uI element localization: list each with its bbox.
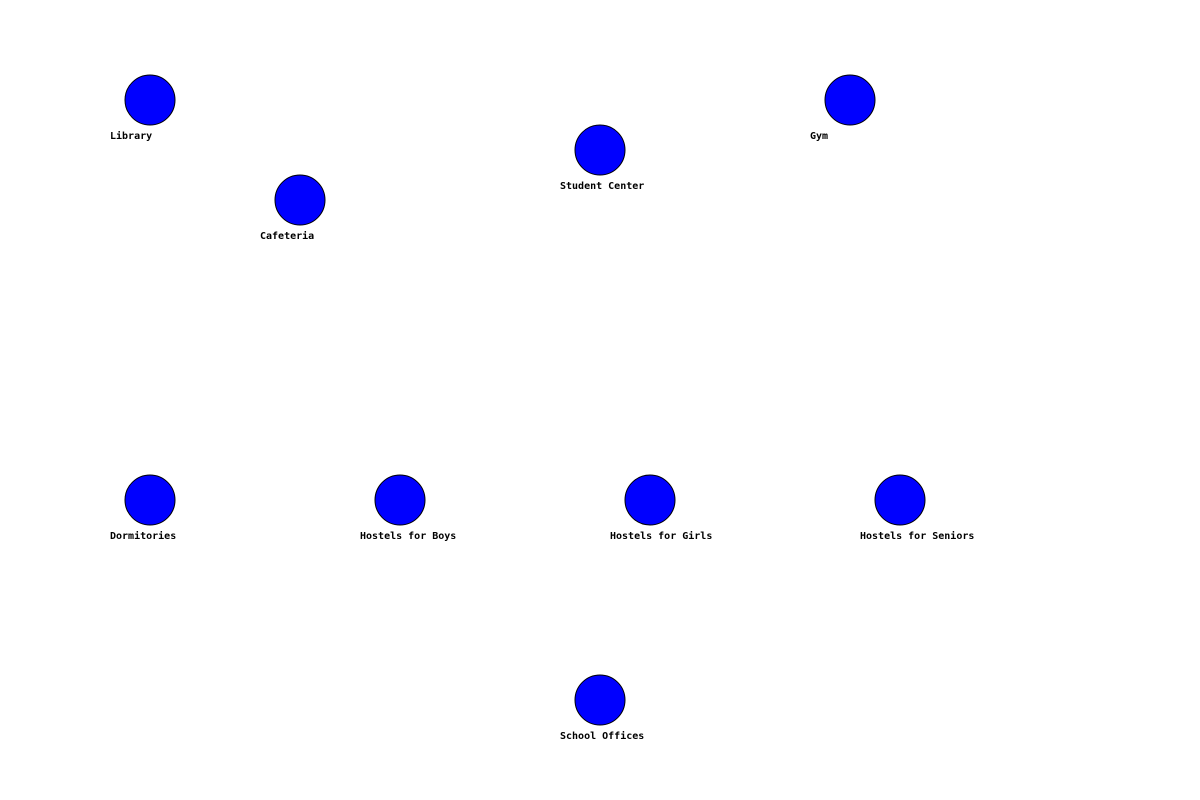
student-center-node-label: Student Center — [560, 181, 644, 192]
gym-node-label: Gym — [810, 131, 828, 142]
hostels-for-seniors-node-label: Hostels for Seniors — [860, 530, 974, 542]
node-library[interactable]: Library — [110, 74, 176, 142]
school-offices-node-label: School Offices — [560, 730, 644, 742]
hostels-for-girls-node-label: Hostels for Girls — [610, 530, 712, 542]
hostels-for-boys-node-label: Hostels for Boys — [360, 531, 456, 542]
library-node-circle[interactable] — [124, 74, 176, 126]
node-cafeteria[interactable]: Cafeteria — [260, 174, 326, 242]
hostels-for-boys-node-circle[interactable] — [374, 474, 426, 526]
library-node-label: Library — [110, 130, 152, 142]
node-school-offices[interactable]: School Offices — [560, 674, 644, 742]
node-dormitories[interactable]: Dormitories — [110, 474, 176, 542]
node-hostels-for-seniors[interactable]: Hostels for Seniors — [860, 474, 974, 542]
school-offices-node-circle[interactable] — [574, 674, 626, 726]
cafeteria-node-label: Cafeteria — [260, 230, 314, 242]
node-hostels-for-boys[interactable]: Hostels for Boys — [360, 474, 456, 542]
student-center-node-circle[interactable] — [574, 124, 626, 176]
hostels-for-seniors-node-circle[interactable] — [874, 474, 926, 526]
dormitories-node-label: Dormitories — [110, 530, 176, 542]
node-student-center[interactable]: Student Center — [560, 124, 644, 192]
cafeteria-node-circle[interactable] — [274, 174, 326, 226]
gym-node-circle[interactable] — [824, 74, 876, 126]
node-hostels-for-girls[interactable]: Hostels for Girls — [610, 474, 712, 542]
dormitories-node-circle[interactable] — [124, 474, 176, 526]
node-gym[interactable]: Gym — [810, 74, 876, 142]
hostels-for-girls-node-circle[interactable] — [624, 474, 676, 526]
